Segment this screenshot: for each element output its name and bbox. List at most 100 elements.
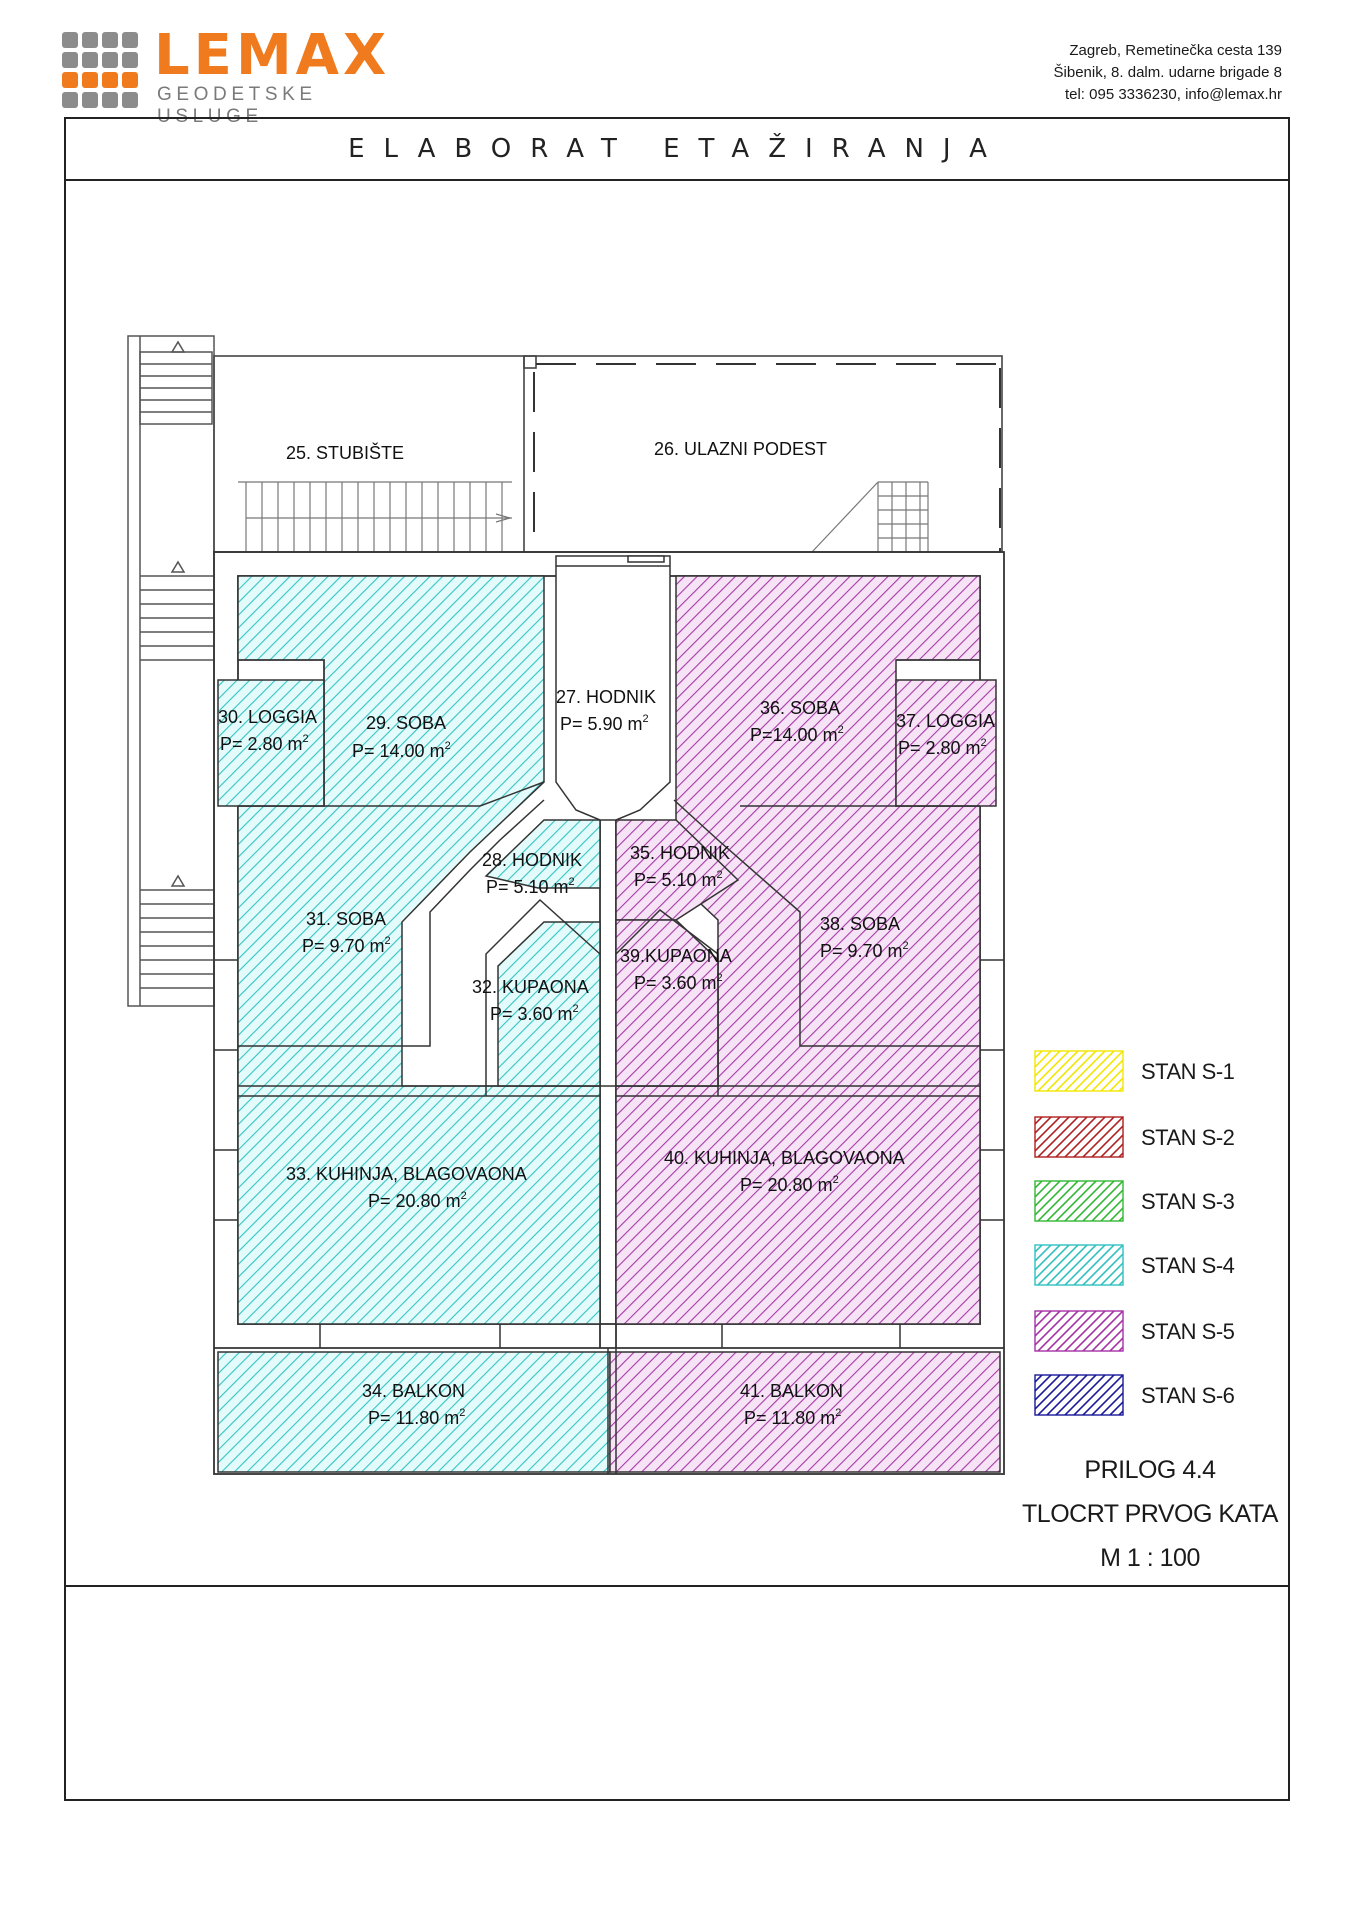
room-area: P=14.00 m — [750, 725, 838, 745]
legend-swatch — [1034, 1050, 1124, 1092]
svg-text:P= 11.80 m2: P= 11.80 m2 — [744, 1407, 841, 1428]
room-name: 26. ULAZNI PODEST — [654, 439, 827, 459]
area-unit-sup: 2 — [833, 1174, 839, 1186]
area-unit-sup: 2 — [303, 733, 309, 745]
svg-text:P=14.00 m2: P=14.00 m2 — [750, 724, 844, 745]
room-area: P= 11.80 m — [368, 1408, 459, 1428]
legend-label: STAN S-1 — [1141, 1059, 1235, 1084]
area-unit-sup: 2 — [459, 1407, 465, 1419]
legend-label: STAN S-4 — [1141, 1253, 1235, 1278]
legend-item: STAN S-5 — [1034, 1310, 1274, 1354]
svg-text:P= 3.60 m2: P= 3.60 m2 — [490, 1003, 579, 1024]
room-area: P= 20.80 m — [740, 1175, 833, 1195]
svg-text:P= 5.90 m2: P= 5.90 m2 — [560, 713, 649, 734]
room-area: P= 5.10 m — [486, 877, 569, 897]
hallway-27 — [555, 555, 671, 821]
room-name: 39.KUPAONA — [620, 946, 732, 966]
annex-caption: PRILOG 4.4 TLOCRT PRVOG KATA M 1 : 100 — [1010, 1448, 1290, 1580]
svg-text:P= 5.10 m2: P= 5.10 m2 — [486, 876, 575, 897]
room-name: 27. HODNIK — [556, 687, 656, 707]
address-line: Zagreb, Remetinečka cesta 139 — [1069, 42, 1282, 59]
legend-label: STAN S-6 — [1141, 1383, 1235, 1408]
company-address: Zagreb, Remetinečka cesta 139 Šibenik, 8… — [1054, 40, 1282, 106]
room-area: P= 9.70 m — [302, 936, 385, 956]
room-name: 36. SOBA — [760, 698, 840, 718]
svg-text:P= 2.80 m2: P= 2.80 m2 — [220, 733, 309, 754]
legend-item: STAN S-3 — [1034, 1180, 1274, 1224]
svg-text:P= 11.80 m2: P= 11.80 m2 — [368, 1407, 465, 1428]
legend-label: STAN S-5 — [1141, 1319, 1235, 1344]
annex-number: PRILOG 4.4 — [1084, 1456, 1216, 1484]
area-unit-sup: 2 — [835, 1407, 841, 1419]
logo-grid-icon — [62, 32, 138, 108]
svg-text:P= 2.80 m2: P= 2.80 m2 — [898, 737, 987, 758]
room-area: P= 9.70 m — [820, 941, 903, 961]
area-unit-sup: 2 — [903, 940, 909, 952]
address-line: Šibenik, 8. dalm. udarne brigade 8 — [1053, 64, 1282, 81]
company-logo: LEMAX GEODETSKE USLUGE — [62, 24, 422, 127]
area-unit-sup: 2 — [717, 869, 723, 881]
room-name: 32. KUPAONA — [472, 977, 589, 997]
area-unit-sup: 2 — [573, 1003, 579, 1015]
legend-swatch — [1034, 1310, 1124, 1352]
room-name: 30. LOGGIA — [218, 707, 317, 727]
legend-swatch — [1034, 1374, 1124, 1416]
room-name: 37. LOGGIA — [896, 711, 995, 731]
apartment-s5 — [609, 575, 1001, 1473]
svg-text:P= 3.60 m2: P= 3.60 m2 — [634, 972, 723, 993]
room-name: 33. KUHINJA, BLAGOVAONA — [286, 1164, 527, 1184]
room-name: 28. HODNIK — [482, 850, 582, 870]
room-name: 25. STUBIŠTE — [286, 442, 404, 463]
room-area: P= 5.10 m — [634, 870, 717, 890]
area-unit-sup: 2 — [838, 724, 844, 736]
frame-divider — [66, 1585, 1288, 1587]
svg-text:P= 20.80 m2: P= 20.80 m2 — [740, 1174, 839, 1195]
legend-item: STAN S-6 — [1034, 1374, 1274, 1418]
legend-label: STAN S-2 — [1141, 1125, 1235, 1150]
area-unit-sup: 2 — [461, 1190, 467, 1202]
area-unit-sup: 2 — [385, 935, 391, 947]
room-labels: 25. STUBIŠTE 26. ULAZNI PODEST 27. HODNI… — [218, 439, 995, 1428]
legend-item: STAN S-4 — [1034, 1244, 1274, 1288]
room-name: 34. BALKON — [362, 1381, 465, 1401]
room-area: P= 3.60 m — [634, 973, 717, 993]
room-name: 40. KUHINJA, BLAGOVAONA — [664, 1148, 905, 1168]
svg-text:P= 20.80 m2: P= 20.80 m2 — [368, 1190, 467, 1211]
brand-name: LEMAX — [154, 23, 391, 88]
document-title: ELABORAT ETAŽIRANJA — [348, 134, 1006, 164]
room-area: P= 11.80 m — [744, 1408, 835, 1428]
annex-scale: M 1 : 100 — [1100, 1544, 1200, 1572]
room-area: P= 2.80 m — [220, 734, 303, 754]
legend-swatch — [1034, 1116, 1124, 1158]
area-unit-sup: 2 — [717, 972, 723, 984]
svg-text:P= 14.00 m2: P= 14.00 m2 — [352, 740, 451, 761]
legend-item: STAN S-2 — [1034, 1116, 1274, 1160]
svg-text:P= 9.70 m2: P= 9.70 m2 — [820, 940, 909, 961]
svg-text:P= 9.70 m2: P= 9.70 m2 — [302, 935, 391, 956]
room-name: 31. SOBA — [306, 909, 386, 929]
room-area: P= 3.60 m — [490, 1004, 573, 1024]
left-stair-column — [127, 335, 215, 1007]
legend-swatch — [1034, 1244, 1124, 1286]
area-unit-sup: 2 — [981, 737, 987, 749]
room-area: P= 5.90 m — [560, 714, 643, 734]
room-area: P= 2.80 m — [898, 738, 981, 758]
title-band: ELABORAT ETAŽIRANJA — [66, 119, 1288, 181]
room-name: 38. SOBA — [820, 914, 900, 934]
legend-item: STAN S-1 — [1034, 1050, 1274, 1094]
drawing-frame: ELABORAT ETAŽIRANJA — [64, 117, 1290, 1801]
room-area: P= 20.80 m — [368, 1191, 461, 1211]
room-area: P= 14.00 m — [352, 741, 445, 761]
apartment-s4 — [217, 575, 611, 1473]
area-unit-sup: 2 — [445, 740, 451, 752]
room-name: 29. SOBA — [366, 713, 446, 733]
room-name: 41. BALKON — [740, 1381, 843, 1401]
interior-walls — [214, 659, 1004, 1474]
annex-title: TLOCRT PRVOG KATA — [1022, 1500, 1278, 1528]
contact-line: tel: 095 3336230, info@lemax.hr — [1064, 86, 1282, 103]
brand-subtitle: GEODETSKE USLUGE — [157, 84, 317, 127]
area-unit-sup: 2 — [643, 713, 649, 725]
legend-label: STAN S-3 — [1141, 1189, 1235, 1214]
upper-landing-area — [213, 355, 1003, 553]
